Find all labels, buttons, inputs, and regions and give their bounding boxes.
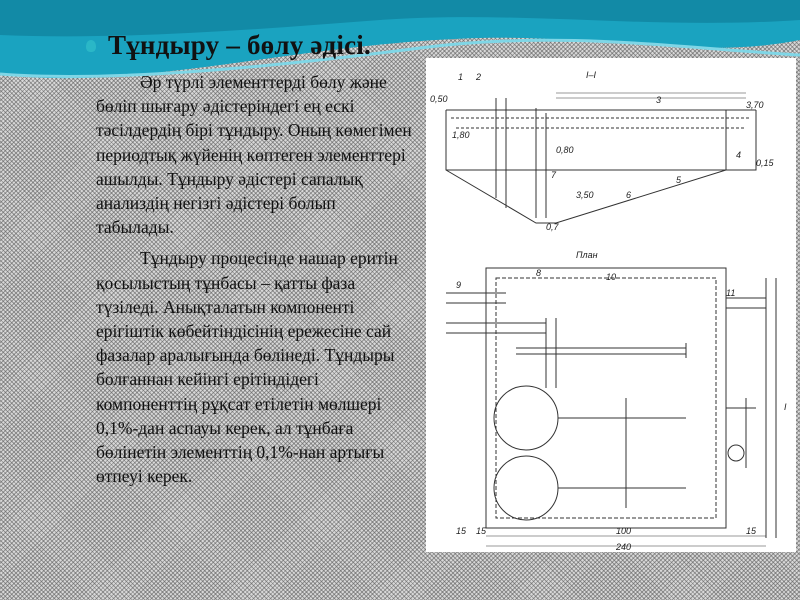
text-line: өтпеуі керек. bbox=[96, 466, 193, 487]
paragraph: Әр түрлі элементтерді бөлу және бөліп шығ… bbox=[96, 70, 434, 239]
dimension-label: 240 bbox=[615, 542, 631, 552]
callout-number: 5 bbox=[676, 175, 682, 185]
text-line: периодтық жүйенің көптеген элементтері bbox=[96, 144, 406, 165]
text-line: болғаннан кейінгі ерітіндідегі bbox=[96, 369, 319, 390]
bullet-icon bbox=[86, 40, 96, 52]
dimension-label: 15 bbox=[476, 526, 487, 536]
callout-number: 3 bbox=[656, 95, 661, 105]
text-line: Әр түрлі элементтерді бөлу және bbox=[140, 72, 387, 92]
text-line: ерігіштік көбейтіндісінің ережесіне сай bbox=[96, 321, 392, 342]
level-label: 1,80 bbox=[452, 130, 470, 140]
dimension-label: I bbox=[784, 402, 787, 412]
dimension-label: 15 bbox=[456, 526, 467, 536]
technical-drawing: I–I План 0,50 3,70 1,80 0,80 3,50 0,15 0… bbox=[426, 58, 796, 552]
slide-body: Әр түрлі элементтерді бөлу және бөліп шығ… bbox=[96, 70, 434, 488]
text-line: компоненттің рұқсат етілетін мөлшері bbox=[96, 393, 382, 414]
paragraph: Тұндыру процесінде нашар еритін қосылысты… bbox=[96, 246, 434, 488]
callout-number: 8 bbox=[536, 268, 541, 278]
text-line: бөлінетін элементтің 0,1%-нан артығы bbox=[96, 442, 385, 463]
plan-label: План bbox=[576, 250, 598, 260]
section-label: I–I bbox=[586, 70, 597, 80]
text-line: тәсілдердің бірі тұндыру. Оның көмегімен bbox=[96, 120, 412, 141]
text-line: 0,1%-дан аспауы керек, ал тұнбаға bbox=[96, 417, 354, 438]
text-line: табылады. bbox=[96, 217, 174, 238]
level-label: 0,15 bbox=[756, 158, 775, 168]
text-line: қосылыстың тұнбасы – қатты фаза bbox=[96, 272, 356, 293]
text-line: бөліп шығару әдістеріндегі ең ескі bbox=[96, 96, 355, 117]
dimension-label: 100 bbox=[616, 526, 631, 536]
level-label: 0,50 bbox=[430, 94, 448, 104]
callout-number: 9 bbox=[456, 280, 461, 290]
callout-number: 6 bbox=[626, 190, 631, 200]
callout-number: 7 bbox=[551, 170, 557, 180]
callout-number: 1 bbox=[458, 72, 463, 82]
text-line: анализдің негізгі әдістері болып bbox=[96, 193, 336, 214]
level-label: 0,7 bbox=[546, 222, 560, 232]
slide-title: Тұндыру – бөлу әдісі. bbox=[108, 30, 371, 60]
settling-tank-drawing: I–I План 0,50 3,70 1,80 0,80 3,50 0,15 0… bbox=[430, 70, 787, 552]
callout-number: 11 bbox=[726, 288, 735, 298]
text-line: ашылды. Тұндыру әдістері сапалық bbox=[96, 168, 363, 189]
text-line: фазалар аралығында бөлінеді. Тұндыры bbox=[96, 345, 395, 366]
level-label: 0,80 bbox=[556, 145, 574, 155]
level-label: 3,70 bbox=[746, 100, 764, 110]
callout-number: 2 bbox=[475, 72, 481, 82]
callout-number: 4 bbox=[736, 150, 741, 160]
header-wave bbox=[0, 0, 800, 79]
callout-number: 10 bbox=[606, 272, 616, 282]
text-line: Тұндыру процесінде нашар еритін bbox=[140, 248, 398, 269]
dimension-label: 15 bbox=[746, 526, 757, 536]
level-label: 3,50 bbox=[576, 190, 594, 200]
text-line: түзіледі. Анықталатын компоненті bbox=[96, 296, 355, 317]
